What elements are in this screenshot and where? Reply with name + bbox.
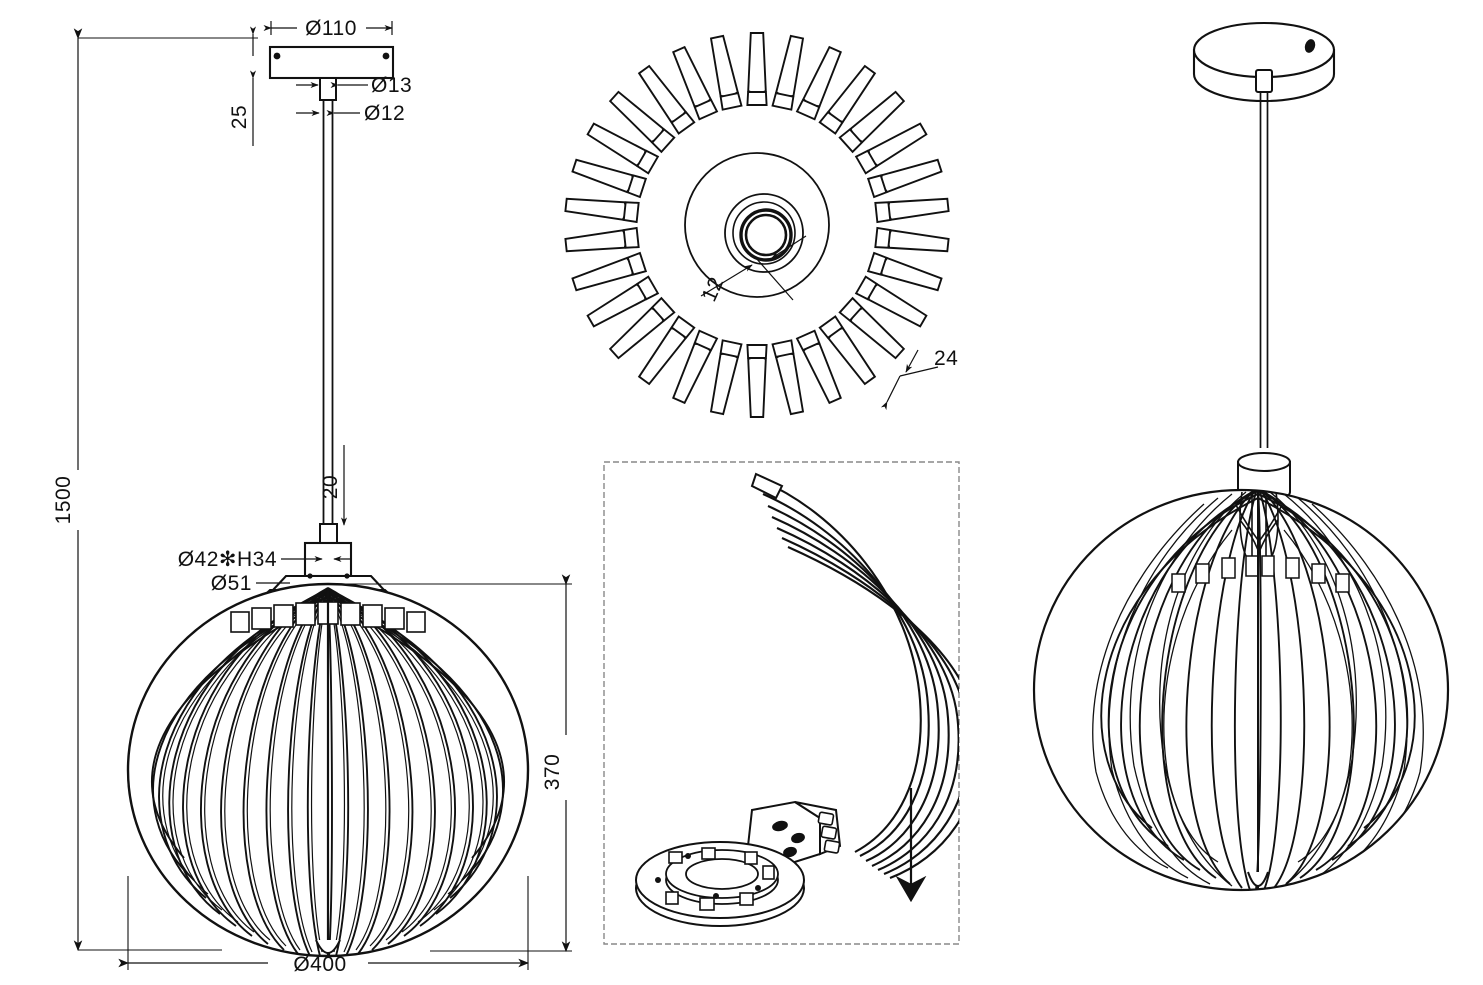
dimension-socket-body: Ø42✻H34 [178, 548, 352, 571]
dimension-shade-diameter: Ø400 [118, 876, 530, 976]
hub [684, 152, 830, 298]
dim-canopy-diameter-label: Ø110 [305, 17, 357, 40]
top-view: 12 24 [564, 32, 958, 418]
slat-bundle-tip [750, 472, 784, 500]
dim-total-drop-label: 1500 [52, 476, 75, 525]
dim-socket-stem-label: 20 [319, 475, 342, 499]
mounting-ring [635, 841, 805, 927]
dimension-cord-grip: Ø13 [296, 74, 412, 97]
dimension-shade-height: 370 [334, 574, 572, 953]
dim-canopy-height-label: 25 [228, 105, 251, 129]
perspective-canopy [1192, 21, 1336, 448]
dim-shade-diameter-label: Ø400 [293, 953, 346, 976]
slat-base-teeth [817, 811, 841, 854]
dim-shade-height-label: 370 [541, 754, 564, 791]
dimension-socket-flange: Ø51 [211, 572, 290, 595]
dim-socket-flange-label: Ø51 [211, 572, 252, 595]
assembly-detail-panel [603, 461, 960, 945]
dim-cord-grip-label: Ø13 [371, 74, 412, 97]
shade-elevation [126, 582, 530, 958]
slat-bundle [759, 479, 959, 879]
perspective-shade [1032, 452, 1450, 892]
socket-assembly [270, 523, 387, 592]
dimension-cord-diameter: Ø12 [296, 102, 405, 125]
dimension-total-drop: 1500 [52, 28, 258, 952]
dimension-socket-stem: 20 [319, 445, 348, 526]
dimension-canopy-diameter: Ø110 [263, 17, 393, 40]
suspension-cord [322, 100, 334, 524]
dim-cord-diameter-label: Ø12 [364, 102, 405, 125]
dim-socket-body-label: Ø42✻H34 [178, 548, 277, 571]
front-elevation-view: 1500 25 Ø110 Ø13 [52, 17, 572, 976]
dim-slat-width-label: 24 [934, 347, 958, 370]
dimension-slat-width: 24 [880, 347, 958, 411]
dimension-canopy-height: 25 [228, 26, 257, 146]
